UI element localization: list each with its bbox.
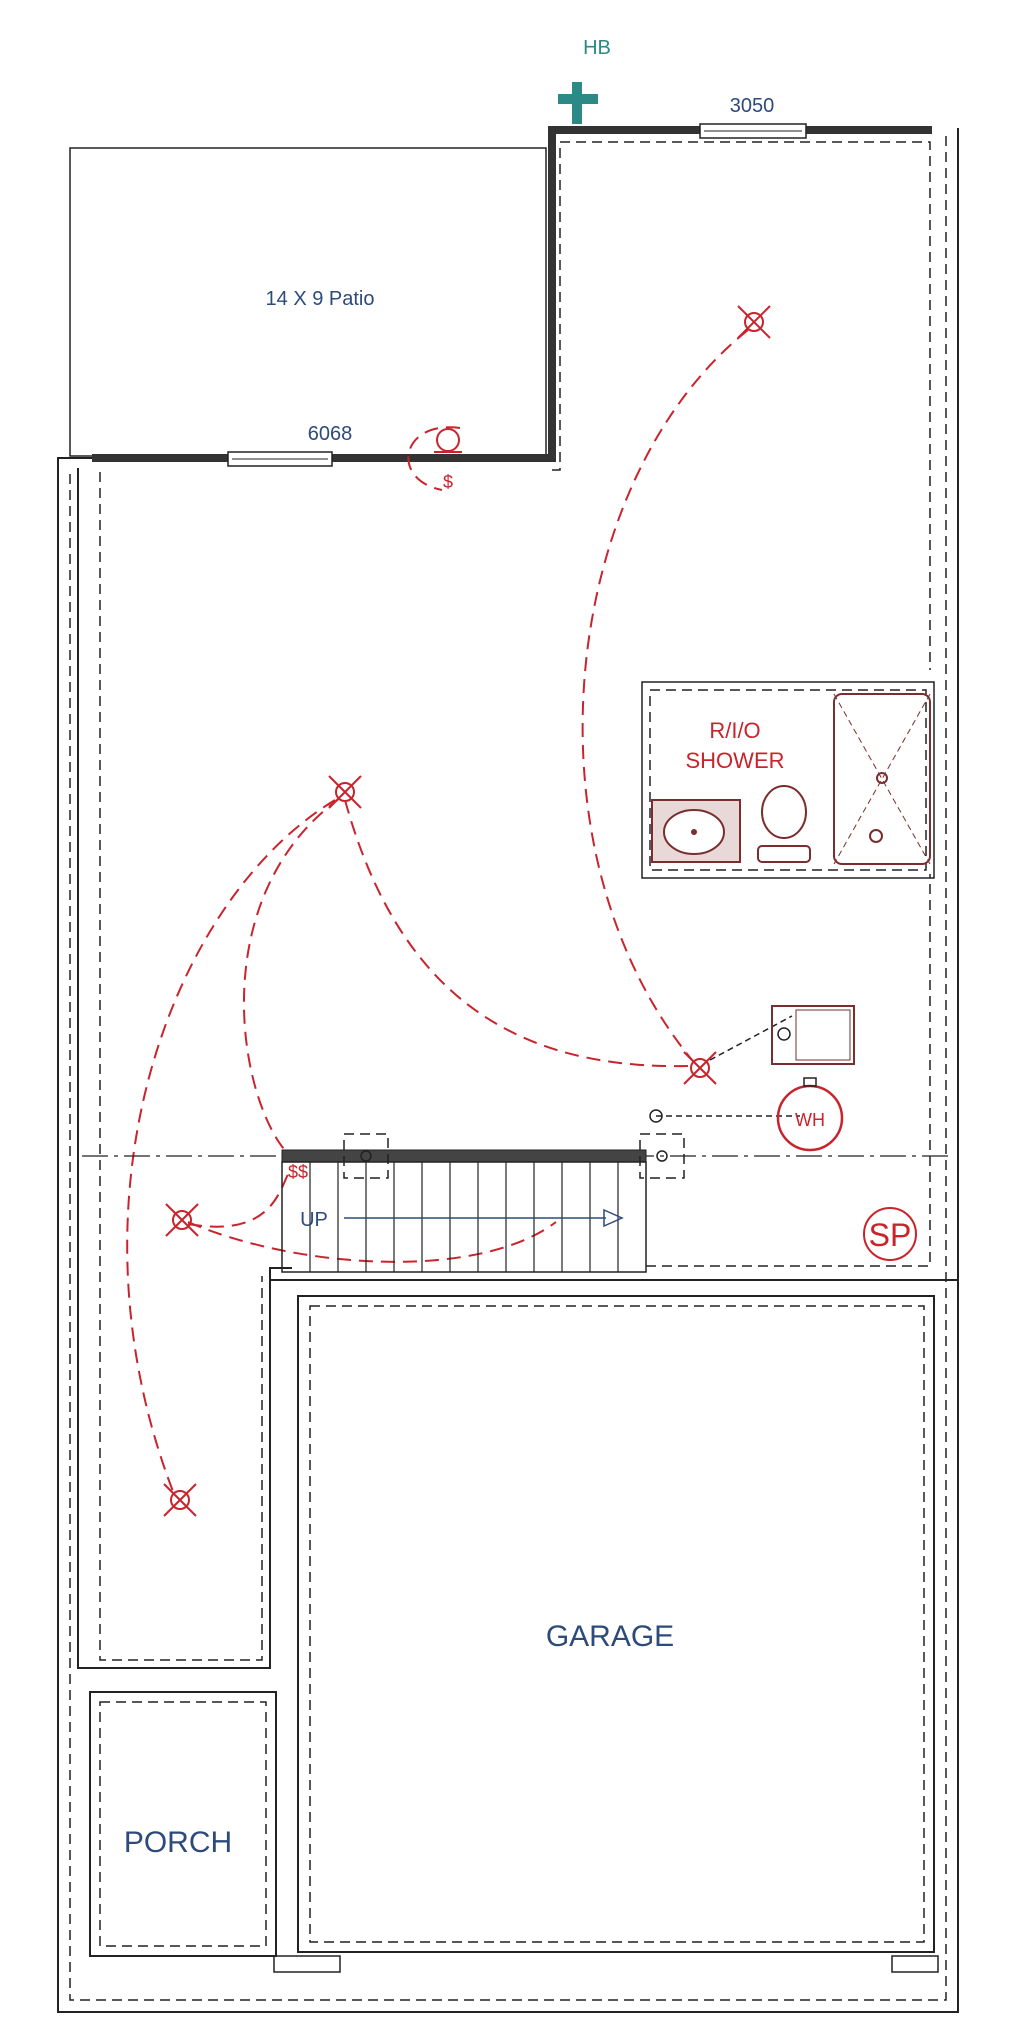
porch-area: PORCH bbox=[89, 1691, 277, 1957]
hose-bib-icon: HB bbox=[558, 37, 611, 124]
utility-box bbox=[649, 1005, 855, 1123]
switch-stairs: $$ bbox=[288, 1162, 308, 1182]
water-heater-label: WH bbox=[795, 1110, 825, 1130]
switch-patio: $ bbox=[443, 472, 453, 492]
door-patio-label: 6068 bbox=[308, 423, 353, 445]
rear-walls bbox=[92, 126, 932, 670]
sump-pump-label: SP bbox=[869, 1217, 912, 1253]
toilet-icon bbox=[757, 785, 811, 863]
exterior-light-icon: $ bbox=[407, 426, 462, 492]
stairs-label: UP bbox=[300, 1209, 328, 1231]
patio-label: 14 X 9 Patio bbox=[266, 288, 375, 310]
hose-bib-label: HB bbox=[583, 37, 611, 59]
sump-pump-icon: SP bbox=[863, 1207, 917, 1261]
garage-area: GARAGE bbox=[270, 1279, 958, 1973]
stairs: UP bbox=[281, 1161, 647, 1273]
ceiling-light-icon bbox=[163, 1483, 197, 1517]
electrical-runs: $$ bbox=[126, 329, 800, 1495]
shower-label-line2: SHOWER bbox=[686, 748, 785, 773]
water-heater-icon: WH bbox=[776, 1077, 844, 1152]
ceiling-light-icon bbox=[165, 1203, 199, 1237]
stair-beam bbox=[281, 1133, 685, 1179]
shower-icon bbox=[833, 693, 931, 865]
sink-icon bbox=[651, 799, 741, 863]
porch-label: PORCH bbox=[124, 1826, 232, 1859]
patio-area: 14 X 9 Patio bbox=[69, 147, 547, 457]
shower-room: R/I/O SHOWER bbox=[641, 681, 935, 879]
door-patio: 6068 bbox=[227, 423, 353, 467]
garage-label: GARAGE bbox=[546, 1620, 674, 1653]
shower-label-line1: R/I/O bbox=[709, 718, 760, 743]
exterior-walls bbox=[57, 128, 959, 2013]
window-rear: 3050 bbox=[699, 95, 807, 139]
window-rear-label: 3050 bbox=[730, 95, 775, 117]
